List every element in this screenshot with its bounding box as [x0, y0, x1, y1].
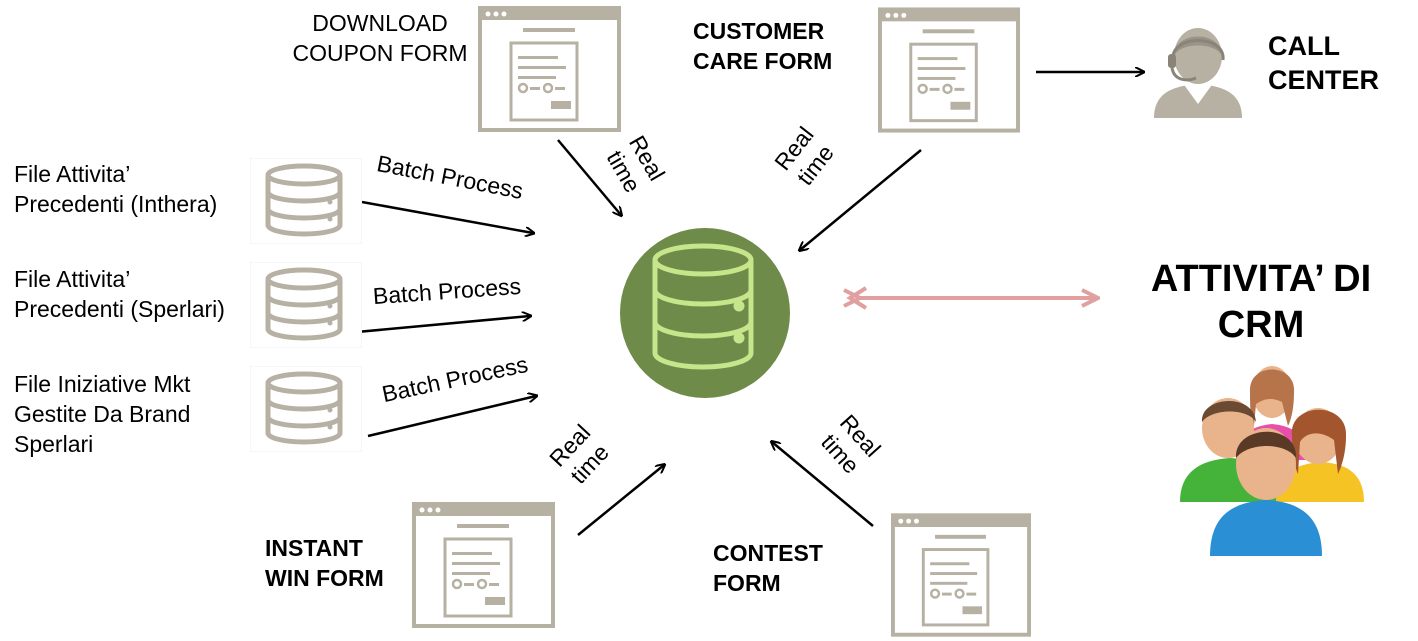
database-icon	[652, 243, 754, 370]
call-center-operator-icon	[1154, 28, 1242, 118]
batch-arrow-3	[367, 396, 536, 438]
crm-arrow-left-head	[846, 286, 868, 310]
form-window-icon	[878, 7, 1020, 133]
batch-arrow-2	[356, 316, 530, 334]
batch-arrow-1	[361, 200, 533, 233]
source-label-sperlari: File Attivita’ Precedenti (Sperlari)	[14, 266, 225, 322]
customer-care-form-label: CUSTOMER CARE FORM	[693, 18, 833, 74]
form-window-icon	[891, 513, 1031, 637]
contest-form-label: CONTEST FORM	[713, 540, 823, 596]
source-label-inthera: File Attivita’ Precedenti (Inthera)	[14, 161, 218, 217]
realtime-arrow-contest	[772, 442, 874, 527]
central-database-hub	[620, 228, 790, 398]
instant-win-form-label: INSTANT WIN FORM	[265, 535, 384, 591]
form-window-icon	[478, 6, 621, 132]
form-window-icon	[412, 502, 555, 628]
realtime-arrow-instant-win	[577, 465, 664, 536]
call-center-label: CALL CENTER	[1268, 31, 1380, 95]
crm-activities-title: ATTIVITA’ DI CRM	[1150, 258, 1372, 346]
download-coupon-form-label: DOWNLOAD COUPON FORM	[292, 10, 468, 66]
realtime-arrow-customer-care	[800, 149, 922, 250]
database-icon	[250, 158, 362, 244]
database-icon	[250, 366, 362, 452]
realtime-arrow-download	[557, 139, 621, 215]
source-label-brand-initiatives: File Iniziative Mkt Gestite Da Brand Spe…	[14, 371, 191, 457]
people-group-icon	[1180, 366, 1364, 556]
database-icon	[250, 262, 362, 348]
